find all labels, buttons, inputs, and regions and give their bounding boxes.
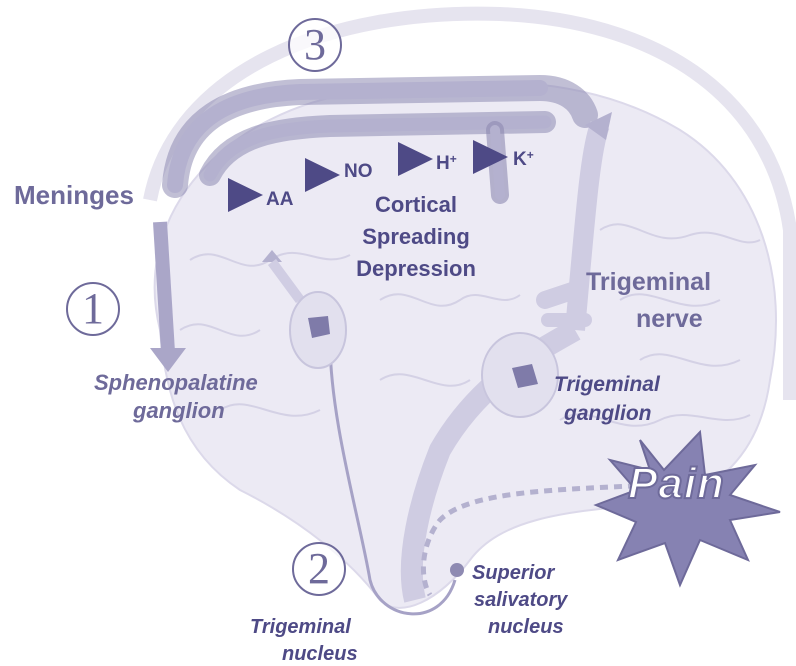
mediator-k-base: K — [513, 149, 527, 170]
csd-label-line2: Spreading — [356, 226, 476, 248]
meninges-label: Meninges — [14, 182, 134, 208]
salivatory-nucleus-dot — [450, 563, 464, 577]
sphenopalatine-label-line2: ganglion — [133, 400, 225, 422]
mediator-aa: AA — [266, 190, 293, 209]
mediator-k-charge: + — [527, 148, 534, 162]
pain-label: Pain — [628, 462, 725, 506]
trigeminal-nucleus-label-line1: Trigeminal — [250, 617, 351, 637]
step-1-badge: 1 — [66, 282, 120, 336]
mediator-k: K+ — [513, 149, 534, 169]
trigeminal-nucleus-label-line2: nucleus — [282, 644, 358, 664]
mediator-h-charge: + — [450, 152, 457, 166]
trigeminal-nerve-label-line2: nerve — [636, 307, 703, 332]
step-3-badge: 3 — [288, 18, 342, 72]
salivatory-label-line2: salivatory — [474, 590, 567, 610]
step-2-badge: 2 — [292, 542, 346, 596]
csd-label-line3: Depression — [346, 258, 486, 280]
mediator-h-base: H — [436, 153, 450, 174]
mediator-no: NO — [344, 162, 373, 181]
csd-label-line1: Cortical — [356, 194, 476, 216]
trigeminal-ganglion-label-line1: Trigeminal — [554, 374, 660, 395]
trigeminal-ganglion-label-line2: ganglion — [564, 403, 652, 424]
salivatory-label-line1: Superior — [472, 563, 554, 583]
trigeminal-nerve-label-line1: Trigeminal — [586, 270, 711, 295]
mediator-h: H+ — [436, 153, 457, 173]
sphenopalatine-label-line1: Sphenopalatine — [94, 372, 258, 394]
salivatory-label-line3: nucleus — [488, 617, 564, 637]
